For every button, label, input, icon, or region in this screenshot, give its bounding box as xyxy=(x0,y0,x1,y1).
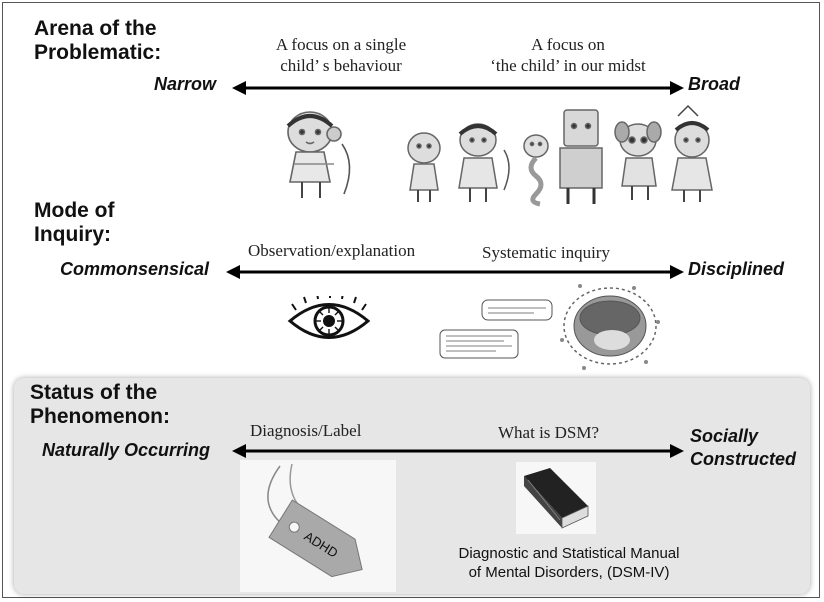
inquiry-heading: Mode of Inquiry: xyxy=(34,199,114,247)
dsm-book-photo xyxy=(516,462,596,534)
status-right-pole: Socially Constructed xyxy=(690,425,796,471)
inquiry-left-caption: Observation/explanation xyxy=(248,241,416,260)
status-left-caption: Diagnosis/Label xyxy=(250,421,362,440)
status-heading-line-1: Status of the xyxy=(30,381,158,404)
arena-right-caption-line-1: A focus on xyxy=(531,35,605,54)
arena-left-caption: A focus on a single child’ s behaviour xyxy=(266,34,416,76)
adhd-tag: ADHD xyxy=(267,463,363,578)
status-right-pole-line-1: Socially xyxy=(690,426,759,446)
arena-right-pole: Broad xyxy=(688,74,741,94)
status-heading: Status of the Phenomenon: xyxy=(30,381,170,429)
inquiry-right-pole: Disciplined xyxy=(688,259,785,279)
arena-left-caption-line-2: child’ s behaviour xyxy=(280,56,402,75)
adhd-tag-photo: ADHD xyxy=(240,460,396,592)
single-child-sketch xyxy=(286,111,351,198)
arena-heading-line-1: Arena of the xyxy=(34,17,157,40)
arena-heading-line-2: Problematic: xyxy=(34,41,162,64)
arena-right-caption: A focus on ‘the child’ in our midst xyxy=(468,34,668,76)
arena-right-caption-line-2: ‘the child’ in our midst xyxy=(490,56,646,75)
status-double-arrow xyxy=(232,444,684,458)
status-panel xyxy=(14,378,810,594)
status-left-pole: Naturally Occurring xyxy=(42,440,211,460)
eye-icon xyxy=(287,296,371,339)
dsm-caption-line-1: Diagnostic and Statistical Manual xyxy=(458,545,680,562)
inquiry-heading-line-1: Mode of xyxy=(34,199,115,222)
group-of-children-sketch xyxy=(407,104,713,207)
status-heading-line-2: Phenomenon: xyxy=(30,405,170,428)
dsm-caption: Diagnostic and Statistical Manual of Men… xyxy=(444,544,694,582)
inquiry-left-pole: Commonsensical xyxy=(60,259,210,279)
status-right-pole-line-2: Constructed xyxy=(690,449,797,469)
arena-double-arrow xyxy=(232,81,684,95)
book-icon xyxy=(524,468,589,529)
status-right-caption: What is DSM? xyxy=(498,423,600,442)
arena-left-caption-line-1: A focus on a single xyxy=(275,35,407,54)
dsm-caption-line-2: of Mental Disorders, (DSM-IV) xyxy=(468,564,670,581)
inquiry-right-caption: Systematic inquiry xyxy=(482,243,610,262)
arena-heading: Arena of the Problematic: xyxy=(34,17,161,65)
arena-left-pole: Narrow xyxy=(154,74,217,94)
inquiry-double-arrow xyxy=(226,265,684,279)
inquiry-cycle-diagram xyxy=(439,284,660,370)
inquiry-heading-line-2: Inquiry: xyxy=(34,223,111,246)
